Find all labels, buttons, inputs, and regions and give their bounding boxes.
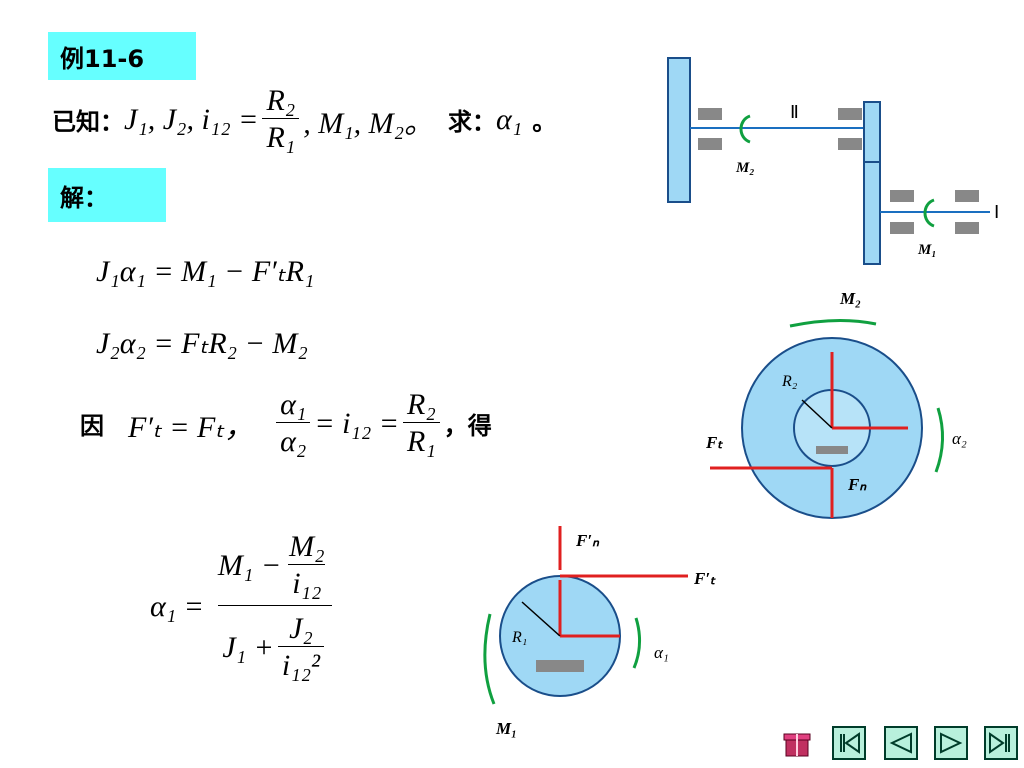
nav-prev-button[interactable] (884, 726, 918, 760)
gear2-m2-label: M₂ (839, 289, 861, 308)
find-var: α₁ (496, 102, 523, 136)
torque-m1-label: M₁ (917, 242, 937, 258)
given-ratio-num: R₂ (266, 84, 296, 117)
result-lhs: α₁ = (150, 589, 204, 623)
home-gift-icon[interactable] (780, 726, 814, 760)
solution-label-text: 解： (60, 183, 108, 212)
equation-2: J₂α₂ = FₜR₂ − M₂ (96, 327, 308, 360)
result-num-frac-num: M₂ (289, 530, 325, 563)
eq3-middle: = i₁₂ = (314, 406, 400, 440)
gear2-fn-label: Fₙ (847, 475, 867, 494)
eq3-alpha-den: α₂ (276, 422, 311, 459)
eq3-radius-ratio: R₂ R₁ (403, 388, 440, 459)
result-equation: α₁ = M₁ − M₂ i₁₂ J₁ + J₂ i₁₂² (150, 530, 341, 683)
eq3-radius-den: R₁ (403, 422, 440, 459)
eq3-alpha-num: α₁ (280, 388, 307, 421)
gear1-diagram: F′ₙ F′ₜ R₁ α₁ M₁ (483, 526, 716, 738)
given-vars: J₁, J₂, i₁₂ = (124, 102, 259, 136)
torque-m2-label: M₂ (735, 160, 755, 176)
eq3-part-a: F′ₜ = Fₜ， (128, 410, 255, 444)
eq3-alpha-ratio: α₁ α₂ (276, 388, 311, 459)
gear1-m1-label: M₁ (495, 719, 517, 738)
given-prefix: 已知： (52, 108, 124, 136)
result-den-frac: J₂ i₁₂² (277, 612, 325, 683)
result-den-a: J₁ + (222, 630, 274, 664)
find-end: 。 (532, 108, 557, 136)
given-line: 已知： J₁, J₂, i₁₂ = R₂ R₁ , M₁, M₂。 求： α₁ … (52, 84, 556, 155)
given-rest: , M₁, M₂。 (303, 106, 435, 140)
result-den-frac-num: J₂ (289, 612, 313, 645)
result-denominator: J₁ + J₂ i₁₂² (218, 605, 333, 683)
nav-last-button[interactable] (984, 726, 1018, 760)
gear-train-diagram: Ⅱ Ⅰ M₂ M₁ (667, 57, 999, 265)
find-prefix: 求： (448, 108, 497, 136)
equation-3: 因 F′ₜ = Fₜ， α₁ α₂ = i₁₂ = R₂ R₁ ，得 (80, 388, 492, 459)
gear2-alpha2-label: α₂ (952, 429, 967, 448)
result-num-frac: M₂ i₁₂ (285, 530, 328, 601)
shaft-ii-label: Ⅱ (790, 102, 799, 122)
result-numerator: M₁ − M₂ i₁₂ (214, 530, 337, 605)
example-label: 例11-6 (48, 32, 196, 80)
prev-icon (889, 732, 912, 754)
gear2-diagram: M₂ R₂ Fₜ Fₙ α₂ (705, 289, 967, 519)
gear1-fn-prime-label: F′ₙ (575, 531, 600, 550)
result-main-fraction: M₁ − M₂ i₁₂ J₁ + J₂ i₁₂² (214, 530, 337, 683)
last-icon (989, 732, 1010, 754)
gear2-ft-label: Fₜ (705, 433, 723, 452)
eq3-radius-num: R₂ (407, 388, 436, 421)
result-num-frac-den: i₁₂ (288, 564, 326, 601)
gear1-r1-label: R₁ (511, 629, 527, 646)
gear1-alpha1-label: α₁ (654, 643, 669, 662)
nav-first-button[interactable] (832, 726, 866, 760)
given-ratio: R₂ R₁ (262, 84, 300, 155)
solution-label: 解： (48, 168, 166, 222)
example-label-text: 例11-6 (60, 44, 145, 73)
nav-next-button[interactable] (934, 726, 968, 760)
next-icon (940, 732, 963, 754)
gear1-ft-prime-label: F′ₜ (693, 569, 716, 588)
result-num-a: M₁ − (217, 548, 282, 582)
because-word: 因 (80, 412, 104, 440)
first-icon (840, 732, 860, 754)
shaft-i-label: Ⅰ (994, 202, 999, 222)
gear2-r2-label: R₂ (781, 373, 798, 390)
result-den-frac-den: i₁₂² (277, 646, 325, 683)
given-ratio-den: R₁ (262, 118, 300, 155)
equation-1: J₁α₁ = M₁ − F′ₜR₁ (96, 255, 315, 288)
eq3-end: ，得 (443, 412, 492, 440)
